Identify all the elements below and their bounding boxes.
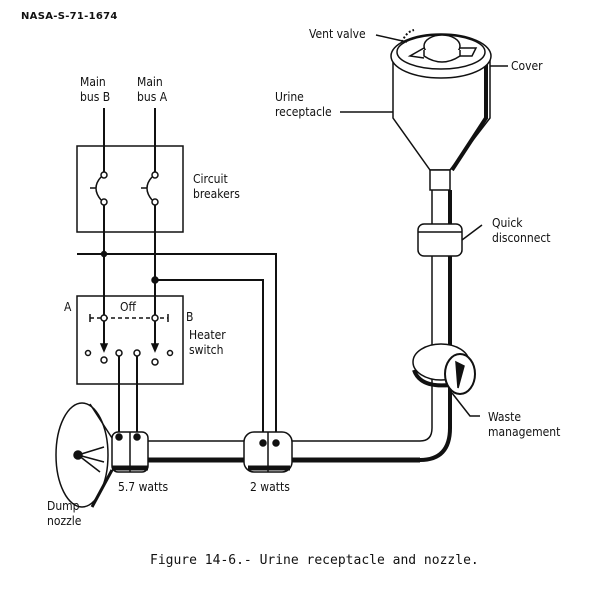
breaker-b: [90, 171, 108, 206]
leader-vent-valve: [375, 34, 408, 43]
label-quick-disconnect: Quick disconnect: [492, 216, 551, 245]
wire-2w-outer: [77, 253, 277, 445]
breaker-a: [141, 171, 159, 206]
leader-waste-management: [451, 392, 480, 417]
label-dump-nozzle: Dump nozzle: [47, 499, 82, 528]
label-circuit-breakers: Circuit breakers: [193, 172, 240, 201]
line-heater: [243, 431, 293, 473]
heater-switch-box: [76, 295, 184, 385]
label-heater-switch: Heater switch: [189, 328, 226, 357]
label-urine-receptacle: Urine receptacle: [275, 90, 332, 119]
waste-management-fitting: [412, 343, 476, 395]
dump-nozzle: [55, 402, 114, 508]
figure-caption: Figure 14-6.- Urine receptacle and nozzl…: [150, 553, 479, 568]
figure-id: NASA-S-71-1674: [21, 11, 118, 22]
quick-disconnect: [417, 223, 463, 257]
urine-receptacle: [390, 29, 492, 191]
nozzle-heater: [111, 431, 149, 473]
label-cover: Cover: [511, 59, 543, 73]
wire-2w-inner: [155, 279, 264, 445]
leader-quick-disconnect: [461, 224, 483, 241]
label-vent-valve: Vent valve: [309, 27, 366, 41]
label-main-bus-b: Main bus B: [80, 75, 111, 104]
label-switch-off: Off: [120, 300, 136, 314]
label-waste-management: Waste management: [488, 410, 561, 439]
drain-tube: [148, 190, 452, 463]
label-2-watts: 2 watts: [250, 480, 290, 494]
label-switch-a: A: [64, 300, 72, 314]
label-main-bus-a: Main bus A: [137, 75, 168, 104]
label-5-7-watts: 5.7 watts: [118, 480, 169, 494]
label-switch-b: B: [186, 310, 194, 324]
circuit-breaker-box: [76, 145, 184, 233]
